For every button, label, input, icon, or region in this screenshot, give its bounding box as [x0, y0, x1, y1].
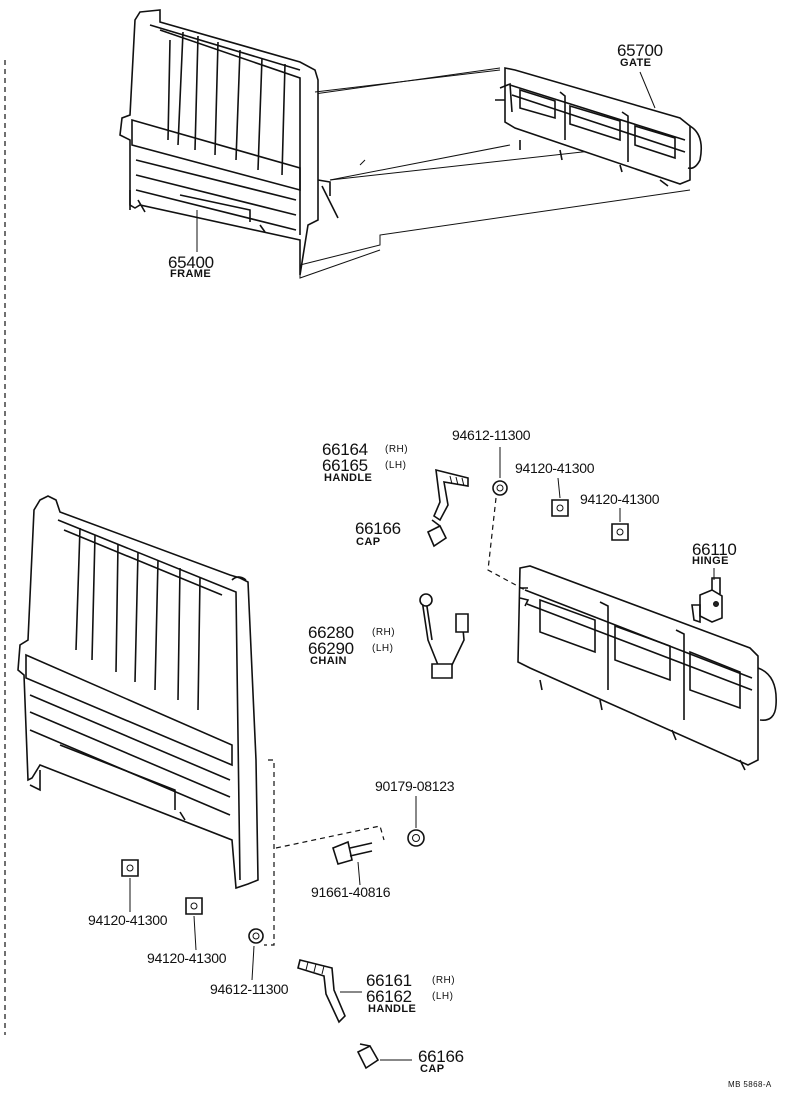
part-number-94612-lower: 94612-11300	[210, 981, 289, 997]
part-number-91661: 91661-40816	[311, 884, 391, 900]
side-lh-66290: (LH)	[372, 643, 394, 654]
part-name-handle-lower: HANDLE	[368, 1003, 417, 1015]
side-rh-66164: (RH)	[385, 444, 409, 455]
truck-bed-assembly-drawing	[119, 9, 703, 279]
side-rh-66161: (RH)	[432, 975, 456, 986]
part-number-66290: 66290	[308, 639, 354, 658]
part-name-gate: GATE	[620, 57, 652, 69]
part-number-65700: 65700	[617, 41, 663, 60]
part-number-66162: 66162	[366, 987, 412, 1006]
part-number-66165: 66165	[322, 456, 368, 475]
part-number-90179: 90179-08123	[375, 778, 455, 794]
part-number-66280: 66280	[308, 623, 354, 642]
part-number-94612-upper: 94612-11300	[452, 427, 531, 443]
part-number-94120-lower-b: 94120-41300	[147, 950, 227, 966]
part-number-66164: 66164	[322, 440, 368, 459]
part-number-66110: 66110	[692, 540, 737, 559]
side-rh-66280: (RH)	[372, 627, 396, 638]
front-frame-drawing	[17, 495, 259, 890]
part-number-66166-lower: 66166	[418, 1047, 464, 1066]
part-name-cap-lower: CAP	[420, 1063, 445, 1075]
part-name-chain: CHAIN	[310, 655, 347, 667]
part-name-frame: FRAME	[170, 268, 212, 280]
side-lh-66165: (LH)	[385, 460, 407, 471]
part-number-94120-lower-a: 94120-41300	[88, 912, 168, 928]
part-number-94120-upper-b: 94120-41300	[580, 491, 660, 507]
side-lh-66162: (LH)	[432, 991, 454, 1002]
part-number-66166-upper: 66166	[355, 519, 401, 538]
part-name-hinge: HINGE	[692, 555, 729, 567]
part-number-65400: 65400	[168, 253, 214, 272]
part-name-cap-upper: CAP	[356, 536, 381, 548]
small-parts-drawing	[121, 447, 629, 1070]
tailgate-drawing	[517, 565, 777, 771]
part-number-66161: 66161	[366, 971, 412, 990]
part-number-94120-upper-a: 94120-41300	[515, 460, 595, 476]
part-name-handle-upper: HANDLE	[324, 472, 373, 484]
drawing-code: MB 5868-A	[728, 1080, 772, 1089]
